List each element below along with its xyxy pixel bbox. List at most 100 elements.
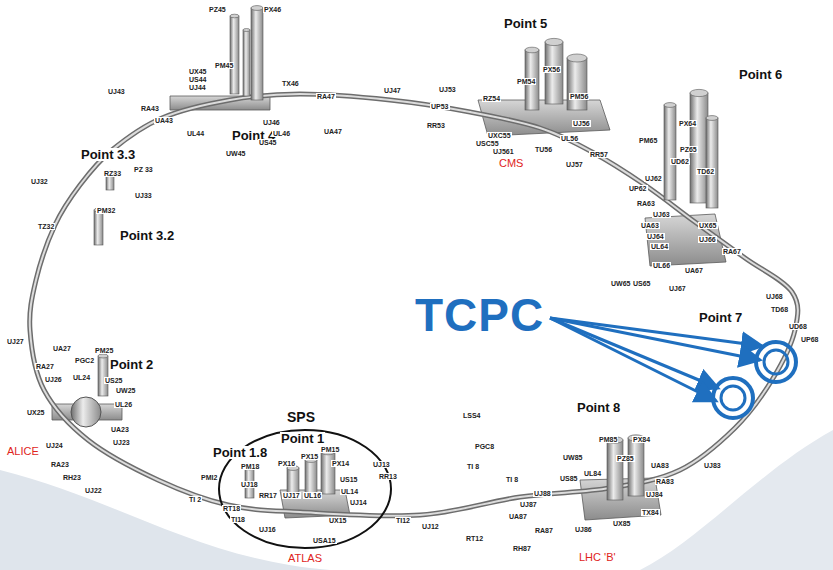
cavern-code: TZ32: [37, 223, 55, 230]
cavern-code: UJ83: [703, 462, 722, 469]
cavern-code: UJ86: [574, 526, 593, 533]
cavern-code: UJ24: [45, 442, 64, 449]
cavern-code: UL84: [583, 470, 602, 477]
cavern-code: RA23: [50, 461, 70, 468]
experiment-label: ALICE: [6, 446, 40, 457]
point-label: Point 3.2: [119, 229, 175, 242]
cavern-code: UJ22: [84, 487, 103, 494]
cavern: [71, 397, 101, 427]
cavern-code: UJ32: [30, 178, 49, 185]
cavern-code: UJ64: [646, 233, 665, 240]
cavern-code: UL14: [340, 488, 359, 495]
cavern-code: UA83: [650, 462, 670, 469]
cavern-code: RZ54: [482, 95, 501, 102]
cavern-code: UA23: [110, 426, 130, 433]
cavern-code: UA27: [52, 345, 72, 352]
shaft: [305, 460, 317, 495]
cavern-code: RR13: [378, 473, 398, 480]
shaft-top: [545, 38, 563, 45]
cavern-code: UA43: [154, 117, 174, 124]
cavern-code: UJ18: [240, 481, 259, 488]
cavern-code: UXC55: [487, 132, 512, 139]
cavern-code: UJ67: [668, 285, 687, 292]
tcpc-circle: [713, 378, 753, 418]
cavern-code: UJ44: [188, 84, 207, 91]
cavern-code: UP68: [800, 336, 820, 343]
tcpc-arrow: [550, 318, 718, 388]
tcpc-circle: [756, 342, 796, 382]
shaft-top: [525, 47, 539, 53]
cavern-code: UD68: [788, 323, 808, 330]
cavern-code: UL56: [560, 135, 579, 142]
cavern-code: UJ66: [698, 236, 717, 243]
cavern-code: UX45: [188, 68, 208, 75]
cavern-code: PX64: [678, 120, 697, 127]
cavern-code: TI 8: [466, 463, 480, 470]
cavern-code: PM25: [94, 347, 114, 354]
cavern-code: UA63: [640, 222, 660, 229]
cavern-code: PM65: [638, 137, 658, 144]
caverns: [52, 96, 726, 520]
cavern-code: TI 8: [505, 476, 519, 483]
shaft: [243, 30, 250, 96]
point-label: Point 8: [576, 401, 621, 414]
cavern-code: UJ16: [258, 526, 277, 533]
cavern-code: UX65: [698, 222, 718, 229]
cavern-code: US85: [559, 475, 579, 482]
cavern-code: UJ17: [282, 492, 301, 499]
shaft: [607, 440, 623, 500]
cavern-code: UA67: [684, 267, 704, 274]
cavern-code: PZ45: [208, 6, 227, 13]
experiment-label: LHC 'B': [578, 552, 617, 563]
cavern-code: UJ33: [134, 192, 153, 199]
cavern-code: UP62: [628, 185, 648, 192]
tcpc-circle: [764, 350, 788, 374]
cavern-code: UA87: [508, 513, 528, 520]
cavern-code: USA15: [312, 537, 337, 544]
shaft: [251, 8, 263, 100]
tcpc-arrow: [550, 318, 760, 360]
cavern-code: PX84: [632, 436, 651, 443]
cavern-code: PM85: [598, 436, 618, 443]
point-label: Point 7: [698, 311, 743, 324]
cavern-code: UJ13: [372, 461, 391, 468]
shaft-top: [243, 29, 250, 32]
lhc-ring: [30, 94, 798, 516]
cavern-code: RR57: [589, 151, 609, 158]
cavern-code: UL16: [303, 492, 322, 499]
tcpc-arrows: [550, 318, 762, 401]
cavern-code: PM15: [320, 446, 340, 453]
cavern-code: TU56: [534, 146, 553, 153]
cavern-code: TI12: [395, 517, 411, 524]
cavern-code: TI18: [230, 516, 246, 523]
cavern-code: PX16: [277, 460, 296, 467]
cavern-code: UX15: [328, 517, 348, 524]
point-label: Point 3.3: [80, 148, 136, 161]
cavern-code: UJ14: [349, 499, 368, 506]
point-label: Point 5: [503, 17, 548, 30]
shaft-top: [98, 354, 108, 358]
cavern-code: TX46: [281, 80, 300, 87]
cavern-code: UX25: [26, 409, 46, 416]
point-label: Point 6: [738, 68, 783, 81]
cavern-code: PZ65: [679, 146, 698, 153]
cavern-code: UL66: [652, 262, 671, 269]
cavern-code: PGC8: [474, 443, 495, 450]
cavern-code: UJ43: [107, 88, 126, 95]
cavern-code: US44: [188, 76, 208, 83]
experiment-label: ATLAS: [287, 553, 323, 564]
cavern-code: RT18: [222, 505, 241, 512]
cavern-code: USC55: [475, 140, 500, 147]
shaft: [628, 438, 644, 496]
cavern-code: RA43: [140, 105, 160, 112]
cavern-code: UJ561: [492, 148, 515, 155]
cavern-code: RA67: [722, 248, 742, 255]
shaft: [706, 118, 718, 208]
cavern-code: UW65: [610, 280, 631, 287]
cavern-code: RZ33: [103, 170, 122, 177]
cavern-code: RT12: [465, 535, 484, 542]
cavern-code: PM32: [96, 207, 116, 214]
cavern-code: TI 2: [188, 496, 202, 503]
cavern-code: UW25: [115, 387, 136, 394]
